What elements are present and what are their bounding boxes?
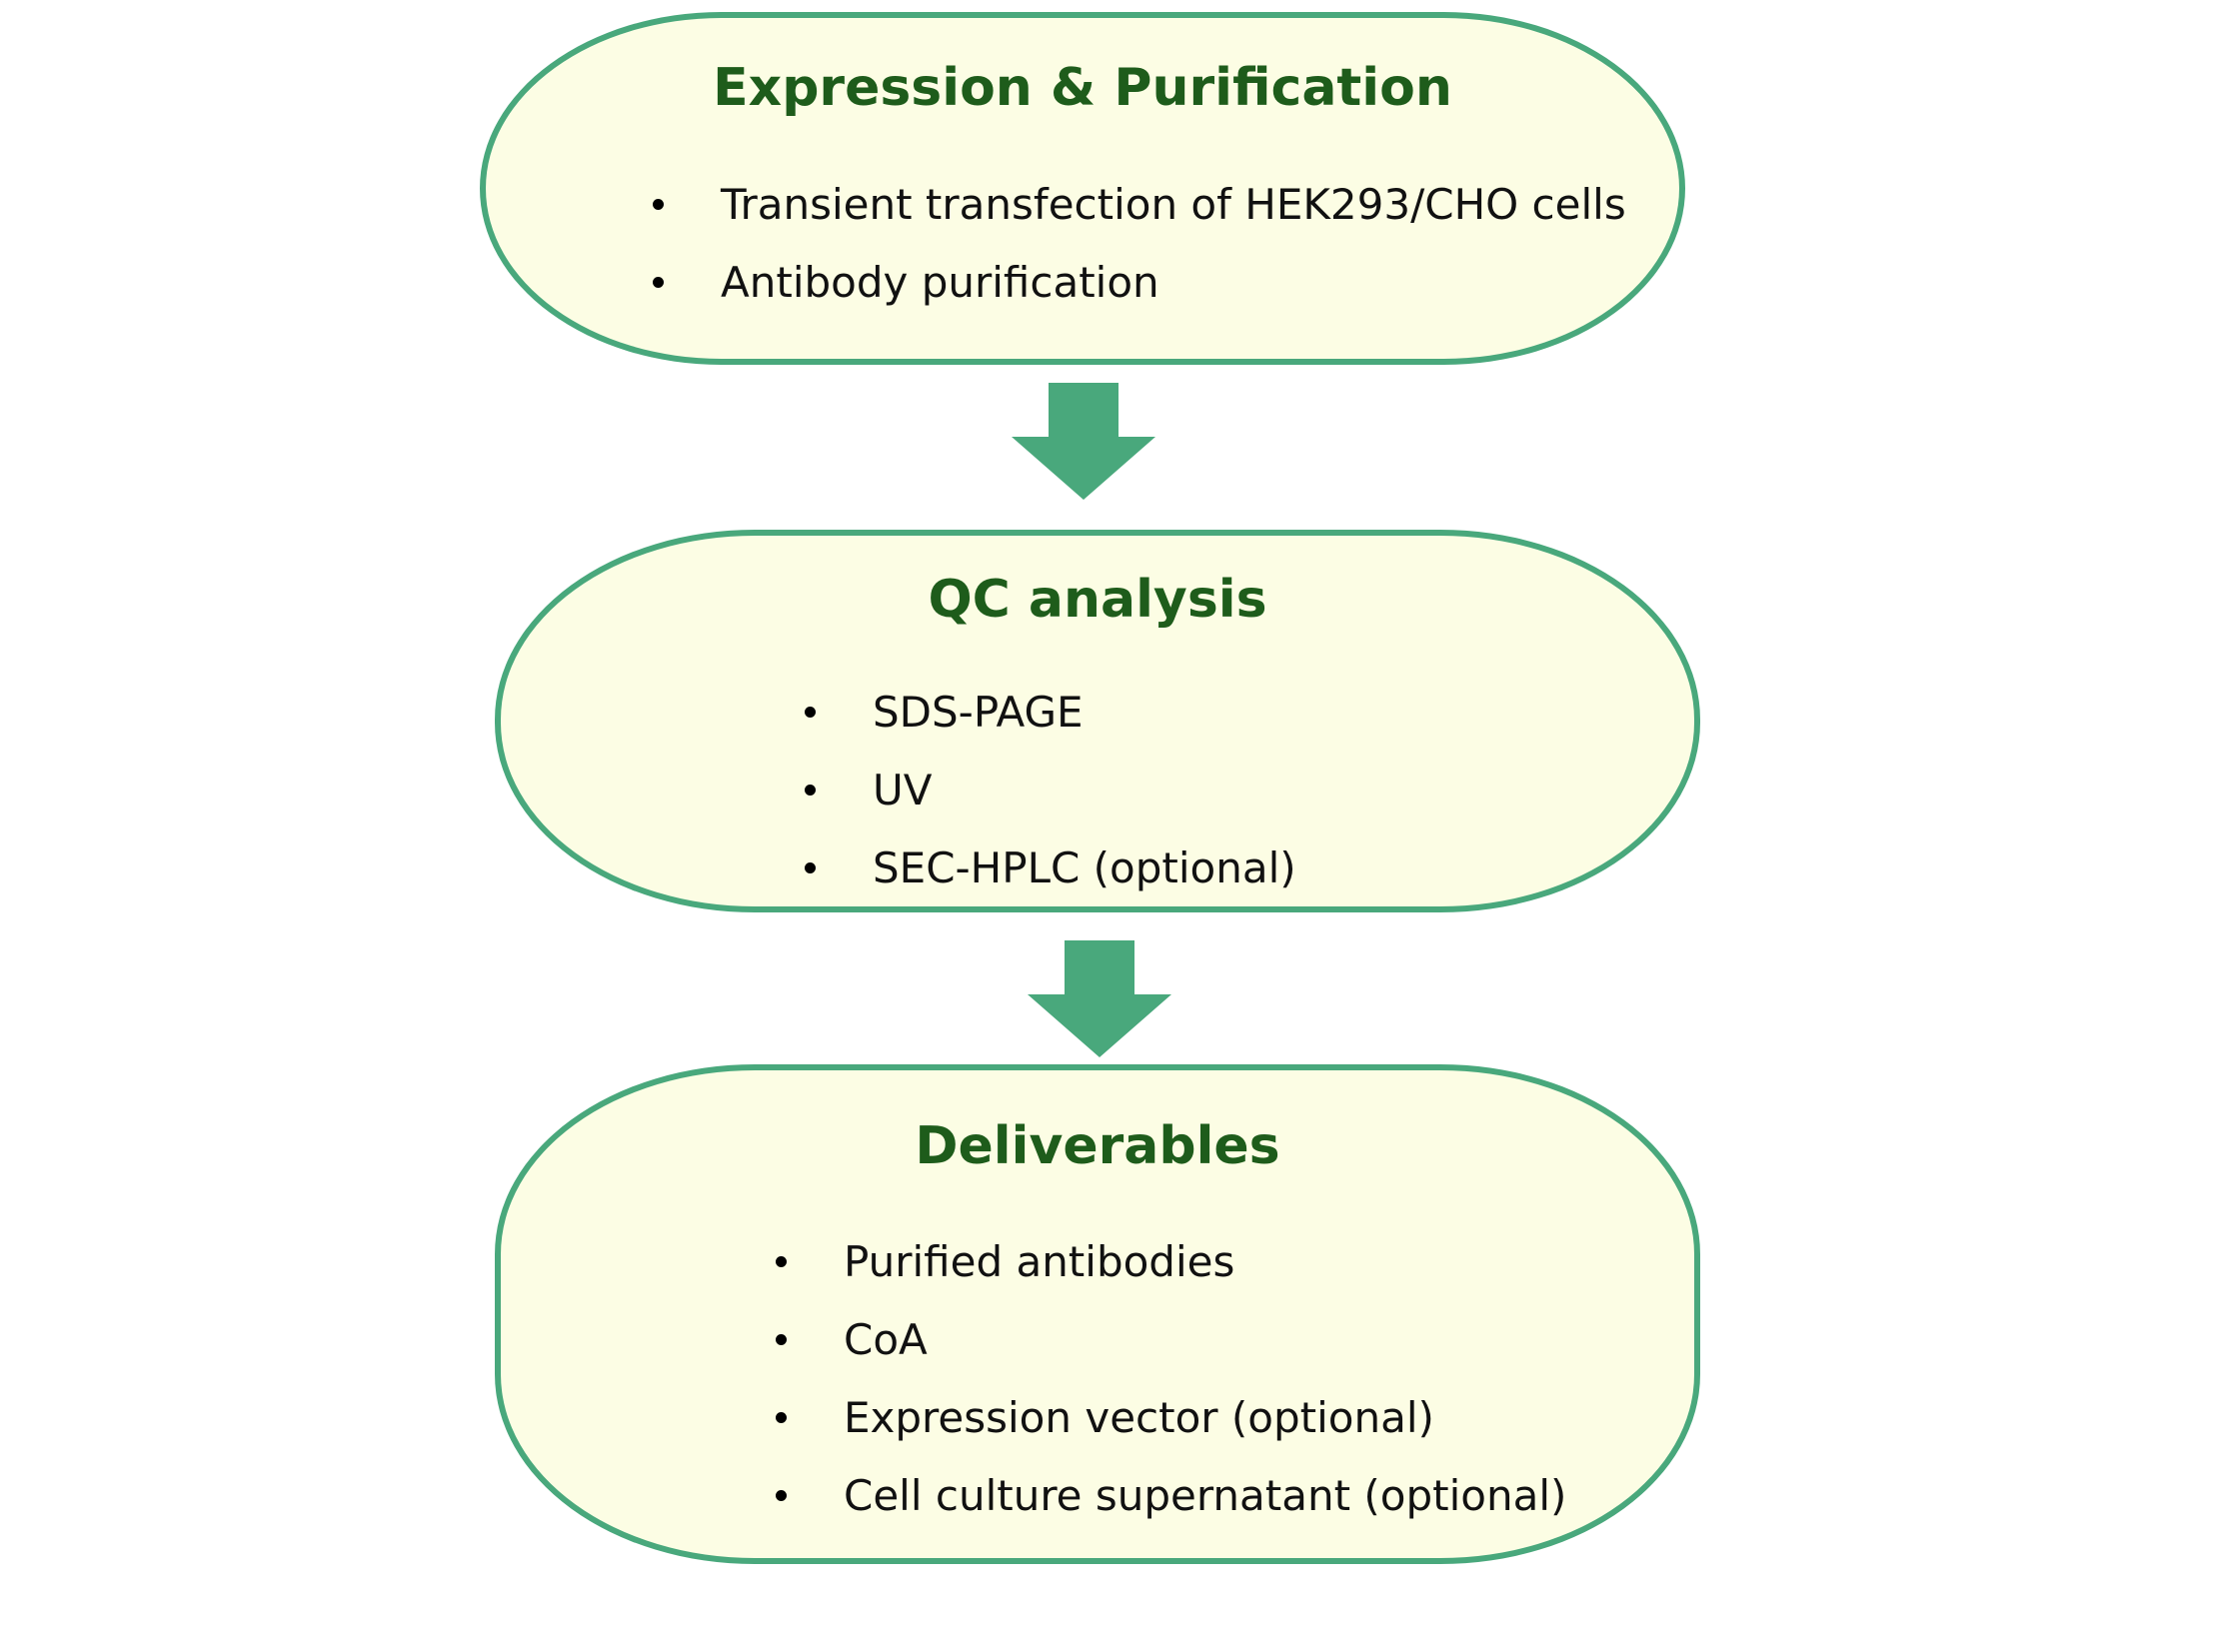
bullet-icon <box>776 1411 787 1423</box>
down-arrow-icon <box>1012 383 1155 500</box>
bullet-icon <box>653 198 664 210</box>
step-box-qc-analysis: QC analysis SDS-PAGE UV SEC-HPLC (option… <box>495 530 1700 912</box>
list-item-label: Transient transfection of HEK293/CHO cel… <box>721 179 1626 229</box>
step-box-expression-purification: Expression & Purification Transient tran… <box>480 12 1685 365</box>
list-item-label: Purified antibodies <box>844 1236 1235 1286</box>
list-item-label: Cell culture supernatant (optional) <box>844 1470 1567 1520</box>
list-item-label: Antibody purification <box>721 257 1159 307</box>
down-arrow-shape <box>1012 383 1155 500</box>
bullet-icon <box>805 861 816 873</box>
bullet-icon <box>805 784 816 796</box>
list-item-label: SDS-PAGE <box>873 687 1084 737</box>
bullet-icon <box>776 1489 787 1501</box>
list-item-label: Expression vector (optional) <box>844 1392 1434 1442</box>
list-item-label: CoA <box>844 1314 928 1364</box>
bullet-icon <box>653 276 664 288</box>
step-title: Deliverables <box>915 1116 1280 1176</box>
bullet-icon <box>776 1333 787 1345</box>
list-item-label: SEC-HPLC (optional) <box>873 842 1296 892</box>
bullet-icon <box>805 706 816 718</box>
down-arrow-icon <box>1028 940 1171 1057</box>
step-title: QC analysis <box>928 570 1267 630</box>
bullet-icon <box>776 1255 787 1267</box>
list-item-label: UV <box>873 765 933 815</box>
down-arrow-shape <box>1028 940 1171 1057</box>
step-title: Expression & Purification <box>713 58 1452 118</box>
step-box-deliverables: Deliverables Purified antibodies CoA Exp… <box>495 1064 1700 1564</box>
